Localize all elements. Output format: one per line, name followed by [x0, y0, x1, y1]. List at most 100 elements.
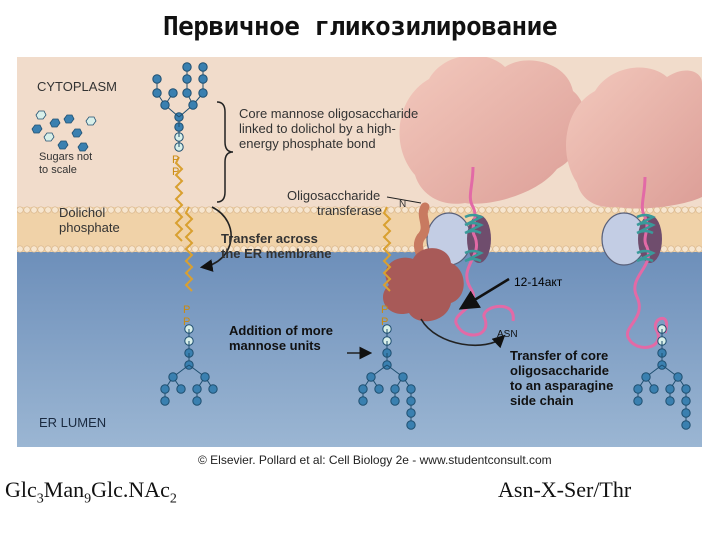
mannose-sugar [374, 384, 384, 394]
mannose-sugar [358, 384, 368, 394]
mannose-sugar [681, 396, 691, 406]
mannose-sugar [160, 100, 170, 110]
mannose-sugar [366, 372, 376, 382]
mannose-sugar [633, 384, 643, 394]
core-mannose-label: energy phosphate bond [239, 136, 376, 151]
mannose-sugar [406, 384, 416, 394]
phosphate-p: P [172, 166, 179, 178]
nascent-chain-right [626, 176, 669, 349]
core-mannose-label: Core mannose oligosaccharide [239, 106, 418, 121]
formula-glc: Glc [5, 477, 37, 502]
formula-subscript: 3 [36, 491, 44, 507]
phosphate-p: P [381, 304, 388, 316]
mannose-sugar [398, 372, 408, 382]
sugars-note: to scale [39, 164, 77, 176]
mannose-sugar [406, 408, 416, 418]
dolichol-chain-cytoplasm [174, 156, 184, 242]
mannose-sugar [182, 88, 192, 98]
glycosylation-figure: P P P P P P CYTOPLASM Sugars not to scal… [17, 57, 702, 447]
dolichol-phosphate-label: Dolichol [59, 205, 105, 220]
alpha-helix-right [636, 213, 656, 263]
oligosaccharide-lumen-dolichol [160, 324, 218, 406]
formula-glcnac: Glc.NAc [91, 477, 170, 502]
mannose-sugar [160, 396, 170, 406]
er-lumen-label: ER LUMEN [39, 415, 106, 430]
mannose-sugar [160, 384, 170, 394]
mannose-sugar [641, 372, 651, 382]
phosphate-labels: P P P P P P [172, 154, 388, 328]
mannose-sugar [390, 396, 400, 406]
mannose-sugar [198, 88, 208, 98]
phosphate-p: P [381, 316, 388, 328]
mannose-sugar [358, 396, 368, 406]
image-credit: © Elsevier. Pollard et al: Cell Biology … [198, 453, 552, 467]
oligosaccharide-transferase [382, 202, 464, 322]
oligosaccharide-on-asparagine [633, 324, 691, 430]
n-terminal-label: N [399, 199, 406, 210]
sequon-formula: Asn-X-Ser/Thr [498, 477, 632, 502]
mannose-sugar [208, 384, 218, 394]
phosphate-p: P [183, 316, 190, 328]
mannose-sugar [182, 74, 192, 84]
formula-subscript: 2 [169, 491, 177, 507]
mannose-sugar [406, 420, 416, 430]
mannose-sugar [192, 396, 202, 406]
free-sugar-molecules [31, 110, 97, 152]
dolichol-phosphate-label: phosphate [59, 220, 120, 235]
mannose-sugar [649, 384, 659, 394]
core-brace [216, 101, 234, 203]
mannose-sugar [176, 384, 186, 394]
mannose-sugar [188, 100, 198, 110]
mannose-sugar [681, 420, 691, 430]
sugars-note: Sugars not [39, 151, 92, 163]
phosphate-p: P [183, 304, 190, 316]
ost-pointer-line [386, 196, 422, 204]
mannose-sugar [681, 408, 691, 418]
transfer-across-label: Transfer across [221, 231, 318, 246]
oligosaccharide-formula: Glc3Man9Glc.NAc2 [5, 477, 177, 507]
ost-label: transferase [317, 203, 382, 218]
mannose-sugar [665, 384, 675, 394]
mannose-sugar [198, 74, 208, 84]
oligosaccharide-lumen-full [358, 324, 416, 430]
slide-title: Первичное гликозилирование [163, 12, 558, 42]
oligosaccharide-core-cytoplasm [152, 62, 208, 152]
mannose-sugar [673, 372, 683, 382]
transfer-core-label: side chain [510, 393, 574, 408]
addition-label: Addition of more [229, 323, 333, 338]
mannose-sugar [152, 74, 162, 84]
core-mannose-label: linked to dolichol by a high- [239, 121, 396, 136]
dolichol-chain-lumen-1 [184, 206, 194, 292]
transfer-across-label: the ER membrane [221, 246, 332, 261]
ost-label: Oligosaccharide [287, 188, 380, 203]
formula-man: Man [43, 477, 85, 502]
mannose-sugar [390, 384, 400, 394]
phosphate-p: P [172, 154, 179, 166]
mannose-sugar [633, 396, 643, 406]
alpha-helix-left [464, 213, 484, 263]
transfer-core-label: Transfer of core [510, 348, 608, 363]
cytoplasm-label: CYTOPLASM [37, 79, 117, 94]
mannose-sugar [182, 62, 192, 72]
mannose-sugar [200, 372, 210, 382]
mannose-sugar [152, 88, 162, 98]
dolichol-chain-lumen-2 [382, 206, 392, 292]
mannose-sugar [168, 88, 178, 98]
mannose-sugar [406, 396, 416, 406]
acts-count-label: 12-14акт [514, 275, 563, 289]
translocon-right [601, 212, 662, 266]
er-membrane [17, 206, 702, 253]
transfer-core-label: to an asparagine [510, 378, 613, 393]
transfer-core-label: oligosaccharide [510, 363, 609, 378]
ribosome-right [565, 67, 702, 209]
formula-subscript: 9 [84, 491, 92, 507]
mannose-sugar [168, 372, 178, 382]
ribosome-left [399, 57, 586, 204]
mannose-sugar [665, 396, 675, 406]
transfer-across-arrow [199, 206, 232, 272]
mannose-sugar [192, 384, 202, 394]
acts-arrow [458, 277, 510, 310]
transfer-core-arrow [420, 318, 506, 349]
mannose-sugar [198, 62, 208, 72]
nascent-chain-left [454, 166, 515, 337]
